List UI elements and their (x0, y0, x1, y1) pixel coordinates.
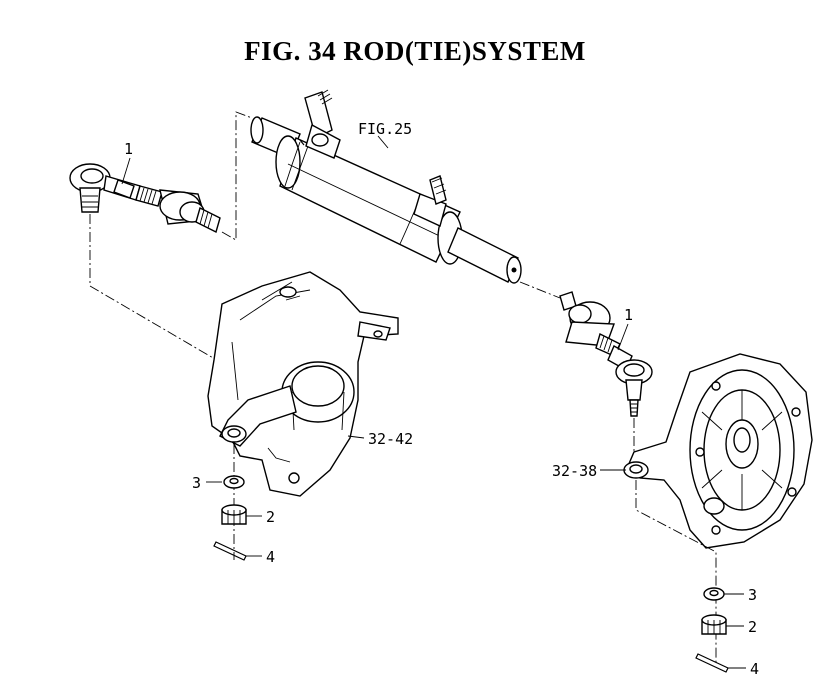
leader-fig25 (377, 135, 389, 149)
tie-rod-end-right (559, 291, 653, 417)
leader-1-left (121, 157, 131, 185)
callout-fig25: FIG.25 (358, 120, 412, 138)
callout-3-left: 3 (192, 474, 201, 492)
steering-cylinder (250, 89, 522, 284)
assembly-line-left-stud (89, 214, 229, 373)
castle-nut-left (221, 504, 247, 525)
callout-4-left: 4 (266, 548, 275, 566)
figure-title: FIG. 34 ROD(TIE)SYSTEM (244, 36, 586, 66)
leader-32-42 (347, 435, 365, 439)
castle-nut-right (701, 614, 727, 635)
assembly-line-left-rod (221, 111, 253, 241)
assembly-line-right-rod (519, 281, 561, 299)
callout-32-38: 32-38 (552, 462, 597, 480)
knuckle-right (623, 353, 813, 549)
callout-2-left: 2 (266, 508, 275, 526)
washer-right (703, 587, 725, 601)
callout-2-right: 2 (748, 618, 757, 636)
callout-1-left: 1 (124, 140, 133, 158)
callout-32-42: 32-42 (368, 430, 413, 448)
callout-4-right: 4 (750, 660, 759, 678)
leader-1-right (617, 323, 629, 351)
callout-3-right: 3 (748, 586, 757, 604)
tie-rod-end-left (69, 163, 221, 234)
callout-1-right: 1 (624, 306, 633, 324)
assembly-line-right-hardware (635, 480, 717, 664)
washer-left (223, 475, 245, 489)
cotter-pin-right (695, 653, 729, 673)
cotter-pin-left (213, 541, 247, 561)
knuckle-left (207, 271, 399, 497)
